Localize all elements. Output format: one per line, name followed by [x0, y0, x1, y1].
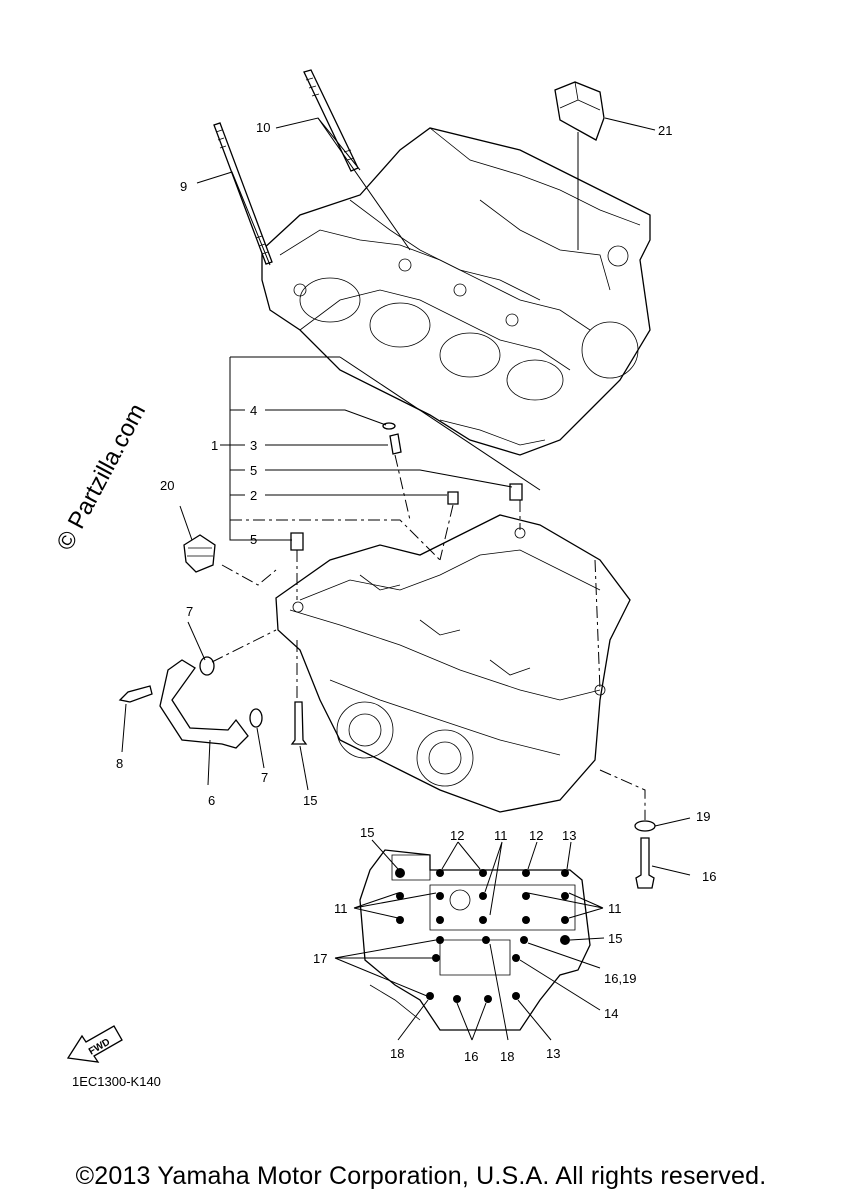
callout-8: 8 [116, 756, 123, 771]
bolt-dot [484, 995, 492, 1003]
callout-12b: 12 [529, 828, 543, 843]
bolt-15 [290, 701, 308, 745]
callout-5b: 5 [250, 532, 257, 547]
upper-crankcase [261, 127, 651, 456]
stud-10 [303, 69, 359, 172]
callout-6: 6 [208, 793, 215, 808]
bolt-dot [396, 892, 404, 900]
callout-14: 14 [604, 1006, 618, 1021]
callout-19: 19 [696, 809, 710, 824]
callout-7a: 7 [186, 604, 193, 619]
jet-2 [447, 491, 459, 505]
bolt-dot [396, 916, 404, 924]
callout-11-left: 11 [334, 901, 348, 916]
callout-21: 21 [658, 123, 672, 138]
callout-11-right: 11 [608, 901, 622, 916]
stud-9 [213, 122, 273, 265]
diagram-code: 1EC1300-K140 [72, 1074, 161, 1089]
bolt-dot [512, 954, 520, 962]
dowel-5b [290, 532, 304, 551]
bolt-dot [436, 936, 444, 944]
oring-7b [249, 708, 263, 728]
copyright-notice: ©2013 Yamaha Motor Corporation, U.S.A. A… [75, 1162, 767, 1190]
callout-13-top: 13 [562, 828, 576, 843]
dowel-5a [509, 483, 523, 501]
callout-7b: 7 [261, 770, 268, 785]
callout-10: 10 [256, 120, 270, 135]
callout-4: 4 [250, 403, 257, 418]
oring-7a [199, 656, 215, 676]
callout-20: 20 [160, 478, 174, 493]
bolt-dot [561, 916, 569, 924]
bolt-dot [520, 936, 528, 944]
callout-17: 17 [313, 951, 327, 966]
plug-20 [183, 534, 216, 573]
crankcase-bottom-view [359, 849, 591, 1031]
lower-crankcase [275, 514, 631, 813]
bolt-dot [561, 869, 569, 877]
oring-4 [382, 422, 396, 430]
bolt-dot [479, 916, 487, 924]
bolt-dot [561, 892, 569, 900]
bolt-dot [479, 892, 487, 900]
callout-16-19: 16,19 [604, 971, 637, 986]
callout-18-left: 18 [390, 1046, 404, 1061]
callout-2: 2 [250, 488, 257, 503]
bolt-dot [560, 935, 570, 945]
callout-5a: 5 [250, 463, 257, 478]
bolt-dot [482, 936, 490, 944]
callout-13-bottom: 13 [546, 1046, 560, 1061]
bolt-16 [635, 837, 655, 889]
cap-21 [554, 81, 605, 141]
bolt-dot [522, 916, 530, 924]
callout-16-bottom: 16 [464, 1049, 478, 1064]
bolt-dot [436, 892, 444, 900]
bolt-8 [118, 685, 153, 703]
pin-3 [389, 433, 402, 455]
bolt-dot [436, 916, 444, 924]
callout-15-right: 15 [608, 931, 622, 946]
fwd-arrow-icon: FWD [66, 1025, 123, 1063]
callout-16-right: 16 [702, 869, 716, 884]
bolt-dot [522, 869, 530, 877]
callout-9: 9 [180, 179, 187, 194]
washer-19 [634, 820, 656, 832]
callout-12a: 12 [450, 828, 464, 843]
bolt-dot [426, 992, 434, 1000]
callout-1: 1 [211, 438, 218, 453]
bolt-dot [453, 995, 461, 1003]
oil-pipe-6 [159, 659, 249, 749]
callout-11-top: 11 [494, 828, 508, 843]
bolt-dot [512, 992, 520, 1000]
partzilla-watermark: © Partzilla.com [51, 399, 151, 554]
bolt-dot [395, 868, 405, 878]
bolt-dot [432, 954, 440, 962]
callout-18-right: 18 [500, 1049, 514, 1064]
callout-15-lower: 15 [303, 793, 317, 808]
callout-3: 3 [250, 438, 257, 453]
bolt-dot [522, 892, 530, 900]
bolt-dot [436, 869, 444, 877]
callout-15-bottom: 15 [360, 825, 374, 840]
bolt-dot [479, 869, 487, 877]
